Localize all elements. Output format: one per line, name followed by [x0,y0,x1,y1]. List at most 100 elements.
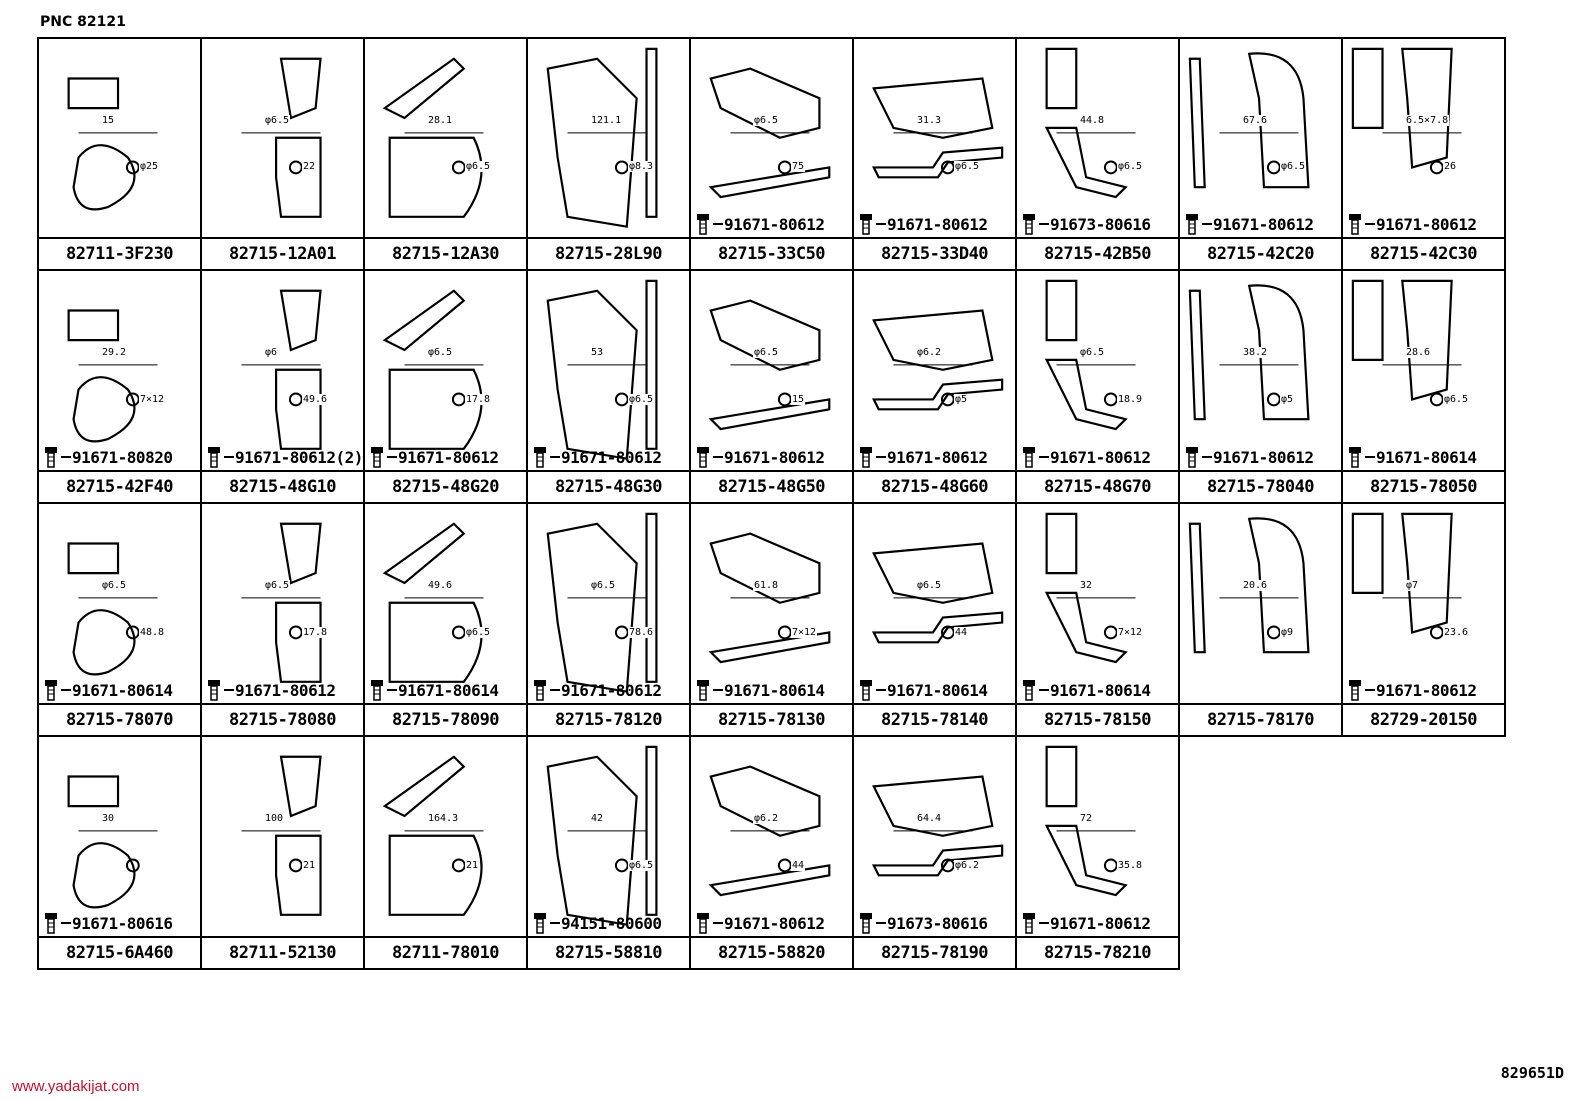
part-number[interactable]: 82715-42B50 [1017,237,1178,269]
part-drawing [1188,52,1310,189]
dimension-label: φ5 [1280,394,1295,405]
part-number[interactable]: 82711-52130 [202,936,363,968]
part-number[interactable]: 82715-48G20 [365,470,526,502]
bolt-part-number: 91671-80614 [398,680,499,700]
part-number[interactable]: 82715-78210 [1017,936,1178,968]
part-outline [67,309,136,443]
part-drawing [67,542,158,676]
part-number[interactable]: 82715-78190 [854,936,1015,968]
bolt-callout: 91671-80612 [1184,446,1314,468]
dimension-label: φ6.2 [753,813,780,824]
part-number[interactable]: 82715-12A01 [202,237,363,269]
part-number[interactable]: 82715-78090 [365,703,526,735]
dimension-label: 100 [264,813,285,824]
part-number[interactable]: 82715-48G60 [854,470,1015,502]
part-number[interactable]: 82715-78120 [528,703,689,735]
part-number[interactable]: 82715-78040 [1180,470,1341,502]
mount-hole-icon [1429,160,1444,175]
part-number[interactable]: 82715-48G70 [1017,470,1178,502]
part-number[interactable]: 82715-12A30 [365,237,526,269]
bolt-callout: 94151-80600 [532,912,662,934]
part-number[interactable]: 82715-28L90 [528,237,689,269]
bolt-callout: 91671-80614 [1347,446,1477,468]
part-number[interactable]: 82715-78050 [1343,470,1504,502]
website-link[interactable]: www.yadakijat.com [12,1078,140,1095]
part-number[interactable]: 82715-78170 [1180,703,1341,735]
dimension-label: 61.8 [753,580,780,591]
part-outline [382,755,483,916]
part-number[interactable]: 82715-42F40 [39,470,200,502]
part-number[interactable]: 82715-78130 [691,703,852,735]
dimension-label: 28.6 [1405,347,1432,358]
part-number[interactable]: 82715-78150 [1017,703,1178,735]
mount-hole-icon [1429,392,1444,407]
bolt-icon [371,447,383,468]
dimension-label: 17.8 [302,627,329,638]
part-number[interactable]: 82715-48G10 [202,470,363,502]
part-number[interactable]: 82715-42C20 [1180,237,1341,269]
part-number[interactable]: 82715-78070 [39,703,200,735]
part-number[interactable]: 82715-48G50 [691,470,852,502]
mount-hole-icon [777,392,792,407]
bolt-part-number: 91671-80612 [561,680,662,700]
part-number[interactable]: 82715-33C50 [691,237,852,269]
part-drawing [241,289,322,450]
leader-line [224,456,234,458]
part-number[interactable]: 82711-3F230 [39,237,200,269]
part-number[interactable]: 82715-78140 [854,703,1015,735]
part-drawing [67,77,158,211]
part-number[interactable]: 82715-48G30 [528,470,689,502]
part-outline [546,512,658,693]
leader-line [1039,456,1049,458]
part-number[interactable]: 82715-6A460 [39,936,200,968]
bolt-part-number: 91671-80612 [1050,913,1151,933]
part-number[interactable]: 82715-42C30 [1343,237,1504,269]
bolt-part-number: 91671-80820 [72,447,173,467]
part-number[interactable]: 82729-20150 [1343,703,1504,735]
bolt-part-number: 91671-80612 [1050,447,1151,467]
dimension-label: φ6.5 [753,347,780,358]
part-number[interactable]: 82715-33D40 [854,237,1015,269]
part-number[interactable]: 82715-58810 [528,936,689,968]
bolt-icon [1023,214,1035,235]
part-number[interactable]: 82715-78080 [202,703,363,735]
part-number[interactable]: 82715-58820 [691,936,852,968]
mount-hole-icon [614,625,629,640]
dimension-label: 26 [1443,161,1458,172]
part-number[interactable]: 82711-78010 [365,936,526,968]
